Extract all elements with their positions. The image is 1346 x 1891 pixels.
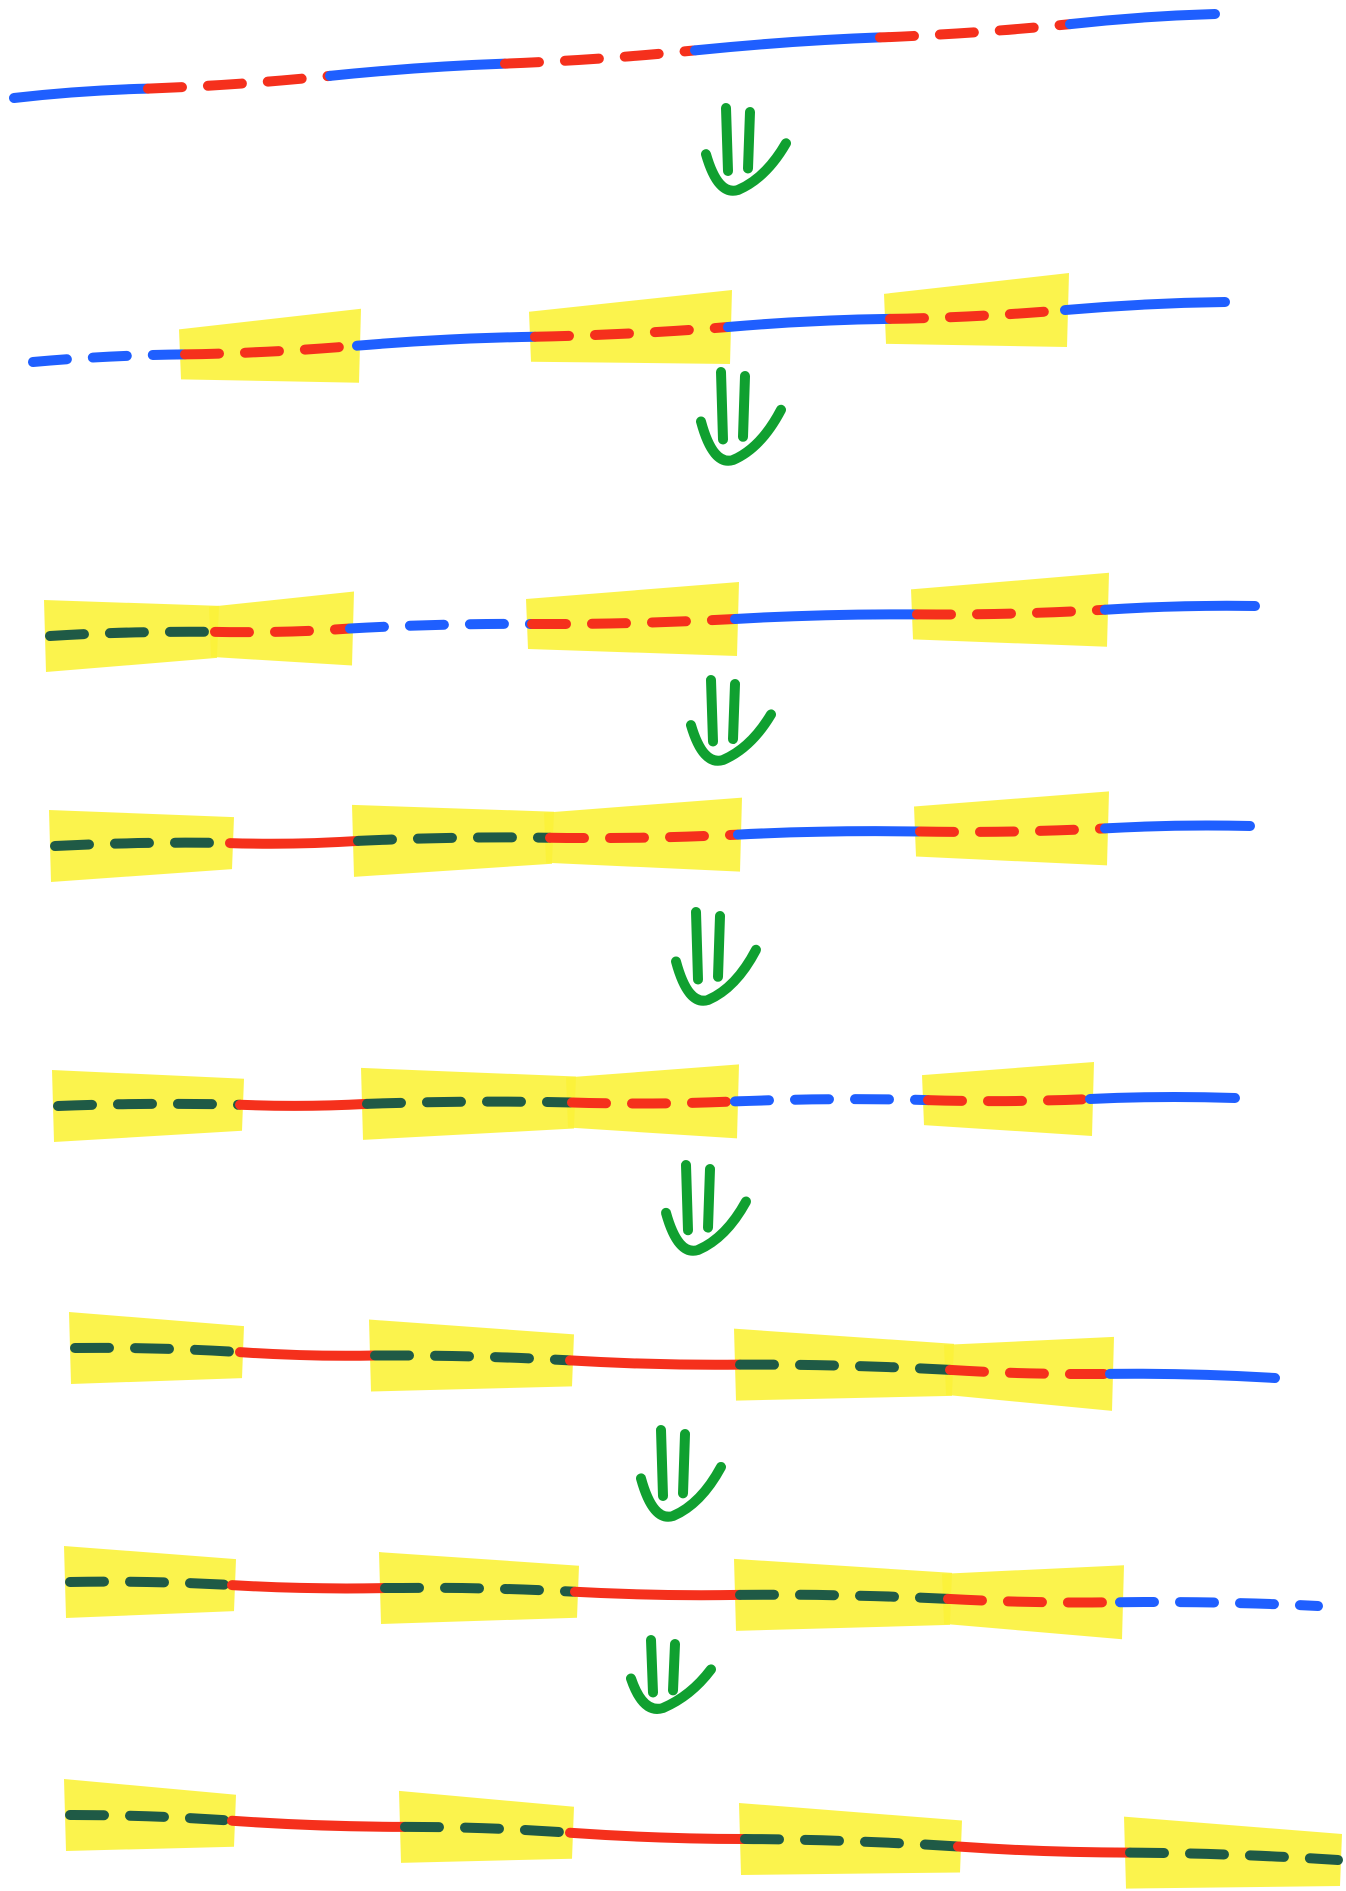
double-down-arrow-icon [696,367,786,466]
double-down-arrow-icon [636,1425,726,1522]
done-segment [740,1833,963,1852]
in-progress-segment [567,1096,740,1109]
in-progress-segment [143,70,335,94]
stage-row-6 [69,1312,1280,1411]
double-down-arrow-icon [686,675,776,766]
unprocessed-segment [1065,9,1220,30]
stage-row-4 [49,791,1255,882]
unprocessed-segment [325,58,510,81]
done-segment [362,1096,577,1109]
highlight-block [361,1067,576,1140]
done-segment [1125,1847,1343,1865]
done-segment [45,626,220,641]
unprocessed-segment [733,826,925,840]
stage-row-5 [52,1061,1240,1142]
in-progress-segment [235,1098,372,1111]
done-segment [53,1098,245,1111]
unprocessed-segment [1100,820,1255,834]
stage-row-3 [44,572,1260,672]
in-progress-segment [530,322,733,342]
unprocessed-segment [690,32,885,56]
done-segment [380,1582,580,1597]
unprocessed-segment [723,313,895,333]
double-down-arrow-icon [626,1635,716,1714]
unprocessed-segment [1085,1091,1240,1104]
stage-row-7 [64,1546,1323,1640]
in-progress-segment [565,1827,750,1844]
in-progress-segment [235,1347,380,1361]
done-segment [353,832,555,846]
unprocessed-segment [1060,297,1230,316]
in-progress-segment [923,1093,1095,1107]
unprocessed-segment [28,349,190,367]
done-segment [50,837,235,851]
in-progress-segment [945,1364,1115,1380]
done-segment [735,1359,955,1375]
highlight-block [526,581,739,656]
highlight-block [1124,1816,1342,1889]
done-segment [70,1342,245,1358]
unprocessed-segment [730,609,922,624]
done-segment [370,1350,575,1366]
highlight-block [734,1328,954,1401]
in-progress-segment [500,45,700,69]
in-progress-segment [570,1586,745,1601]
stage-row-1 [9,9,1220,103]
unprocessed-segment [1100,600,1260,615]
unprocessed-segment [345,618,537,634]
unprocessed-segment [1105,1368,1280,1383]
in-progress-segment [227,1815,410,1832]
in-progress-segment [210,623,355,638]
stage-row-8 [64,1779,1343,1889]
in-progress-segment [885,305,1070,324]
in-progress-segment [527,613,740,630]
highlight-block [739,1802,962,1875]
unprocessed-segment [352,331,540,351]
in-progress-segment [180,340,362,360]
in-progress-segment [875,19,1075,43]
in-progress-segment [943,1593,1125,1608]
in-progress-segment [225,835,363,849]
in-progress-segment [545,829,743,844]
double-down-arrow-icon [701,103,791,196]
done-segment [65,1576,237,1591]
in-progress-segment [565,1355,745,1370]
unprocessed-segment [1115,1596,1323,1611]
in-progress-segment [915,823,1110,837]
double-down-arrow-icon [671,907,761,1006]
highlight-block [734,1558,952,1631]
done-segment [735,1589,953,1604]
stage-row-2 [28,273,1230,383]
in-progress-segment [953,1841,1135,1858]
highlight-block [179,308,361,383]
highlight-block [884,273,1069,348]
double-down-arrow-icon [661,1160,751,1256]
done-segment [65,1809,237,1826]
unprocessed-segment [9,83,153,103]
in-progress-segment [227,1580,390,1594]
in-progress-segment [912,604,1110,620]
unprocessed-segment [730,1094,933,1107]
highlight-block [529,290,732,365]
done-segment [400,1821,575,1838]
